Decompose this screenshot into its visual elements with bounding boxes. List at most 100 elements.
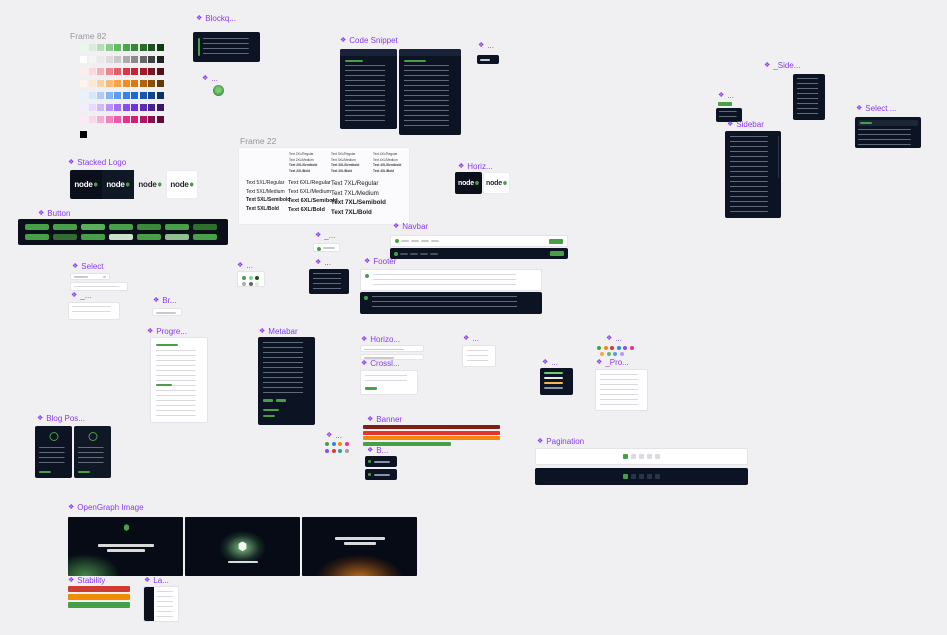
blog-post-card-1[interactable] [35, 426, 72, 478]
stacked-logo-dark-2[interactable]: node [102, 170, 134, 199]
mini-dark-list-component[interactable] [716, 108, 742, 122]
stacked-logo-light-2[interactable]: node [166, 170, 198, 199]
component-label-underscore1[interactable]: ❖_... [315, 231, 335, 240]
code-snippet-panel-1[interactable] [340, 49, 397, 129]
frame-label-frame22[interactable]: Frame 22 [240, 136, 276, 146]
component-label-dots8[interactable]: ❖... [326, 431, 342, 440]
component-label-stacked-logo[interactable]: ❖Stacked Logo [68, 158, 126, 167]
palette-row-magentas[interactable] [80, 116, 164, 123]
pro-panel-component[interactable] [595, 369, 648, 411]
component-label-horiz-logo[interactable]: ❖Horiz... [458, 162, 493, 171]
component-label-opengraph[interactable]: ❖OpenGraph Image [68, 503, 144, 512]
dot-swatch-card[interactable] [237, 271, 265, 287]
component-label-blockquote[interactable]: ❖Blockq... [196, 14, 236, 23]
component-label-blog-post[interactable]: ❖Blog Pos... [37, 414, 85, 423]
component-label-metabar[interactable]: ❖Metabar [259, 327, 298, 336]
opengraph-image-1[interactable] [68, 517, 183, 576]
banner-variants[interactable] [363, 425, 500, 446]
crosslink-component[interactable] [360, 370, 418, 395]
palette-row-blues[interactable] [80, 92, 164, 99]
mini-strip-component[interactable] [68, 302, 120, 320]
component-label-pro[interactable]: ❖_Pro... [596, 358, 629, 367]
mini-dark-chip-component[interactable] [477, 55, 499, 64]
palette-row-oranges[interactable] [80, 80, 164, 87]
footer-light[interactable] [360, 269, 542, 291]
component-label-select[interactable]: ❖Select [72, 262, 104, 271]
palette-black-swatch[interactable] [80, 131, 87, 138]
pagination-light[interactable] [535, 448, 748, 465]
horizontal-rule-1[interactable] [360, 345, 424, 352]
blog-post-card-2[interactable] [74, 426, 111, 478]
component-label-underscore2[interactable]: ❖_... [71, 291, 91, 300]
component-label-pagination[interactable]: ❖Pagination [537, 437, 584, 446]
component-label-footer[interactable]: ❖Footer [364, 257, 396, 266]
mini-pill-component[interactable] [313, 243, 340, 252]
badge-dark-1[interactable] [365, 456, 397, 467]
palette-row-reds[interactable] [80, 68, 164, 75]
component-label-dots6[interactable]: ❖... [463, 334, 479, 343]
color-dot-row[interactable] [597, 346, 634, 350]
code-snippet-panel-2[interactable] [399, 49, 461, 135]
breadcrumb-component[interactable] [152, 308, 182, 316]
progression-component[interactable] [150, 337, 208, 423]
component-label-dots7[interactable]: ❖... [606, 334, 622, 343]
color-dot-row[interactable] [600, 352, 624, 356]
horiz-logo-dark[interactable]: node [455, 172, 482, 194]
component-label-banner[interactable]: ❖Banner [367, 415, 402, 424]
component-label-navbar[interactable]: ❖Navbar [393, 222, 428, 231]
component-label-button[interactable]: ❖Button [38, 209, 70, 218]
component-label-horizontal[interactable]: ❖Horizo... [361, 335, 400, 344]
horizontal-rule-2[interactable] [360, 354, 424, 360]
component-label-language[interactable]: ❖La... [144, 576, 169, 585]
component-label-dots9[interactable]: ❖... [542, 358, 558, 367]
component-label-dots3[interactable]: ❖... [718, 91, 734, 100]
frame-label-frame82[interactable]: Frame 82 [70, 31, 106, 41]
opengraph-image-3[interactable] [302, 517, 417, 576]
green-circle-logo-component[interactable] [213, 85, 224, 96]
component-label-b2[interactable]: ❖B... [367, 446, 388, 455]
palette-row-greens[interactable] [80, 44, 164, 51]
pagination-dark[interactable] [535, 468, 748, 485]
palette-row-purples[interactable] [80, 104, 164, 111]
component-label-crosslink[interactable]: ❖Crossl... [361, 359, 400, 368]
select-dark-field[interactable] [858, 120, 918, 126]
badge-dark-2[interactable] [365, 469, 397, 480]
component-label-code-snippet[interactable]: ❖Code Snippet [340, 36, 398, 45]
select-dropdown[interactable] [70, 282, 128, 291]
dark-dropdown-component[interactable] [309, 269, 349, 294]
mini-green-bar-component[interactable] [718, 102, 732, 106]
select-field[interactable] [70, 273, 110, 280]
component-label-breadcrumb[interactable]: ❖Br... [153, 296, 177, 305]
component-label-dots1[interactable]: ❖... [202, 74, 218, 83]
select-dark-component[interactable] [855, 117, 921, 148]
navbar-dark[interactable] [390, 248, 568, 259]
component-label-dots4[interactable]: ❖... [237, 261, 253, 270]
color-dot-row[interactable] [325, 449, 349, 453]
small-card-component[interactable] [462, 345, 496, 367]
metabar-component[interactable] [258, 337, 315, 425]
stability-badges[interactable] [68, 586, 130, 608]
stacked-logo-dark-1[interactable]: node [70, 170, 102, 199]
tiny-dark-list-component[interactable] [540, 368, 573, 395]
component-label-progress[interactable]: ❖Progre... [147, 327, 187, 336]
footer-dark[interactable] [360, 292, 542, 314]
component-label-select-dark[interactable]: ❖Select ... [856, 104, 896, 113]
opengraph-image-2[interactable] [185, 517, 300, 576]
component-label-stability[interactable]: ❖Stability [68, 576, 105, 585]
language-selector-component[interactable] [143, 586, 179, 622]
sidebar-component[interactable] [725, 131, 781, 218]
button-component-set[interactable] [18, 219, 228, 245]
stacked-logo-light-1[interactable]: node [134, 170, 166, 199]
horiz-logo-light[interactable]: node [483, 172, 510, 194]
side-panel-component[interactable] [793, 74, 825, 120]
component-label-dots5[interactable]: ❖... [315, 258, 331, 267]
sidebar-scrollbar[interactable] [777, 136, 779, 178]
blockquote-component[interactable] [193, 32, 260, 62]
navbar-light[interactable] [390, 235, 568, 247]
color-dot-row[interactable] [325, 442, 349, 446]
component-label-dots2[interactable]: ❖... [478, 41, 494, 50]
component-label-sidebar[interactable]: ❖Sidebar [727, 120, 764, 129]
component-label-side[interactable]: ❖_Side... [764, 61, 800, 70]
